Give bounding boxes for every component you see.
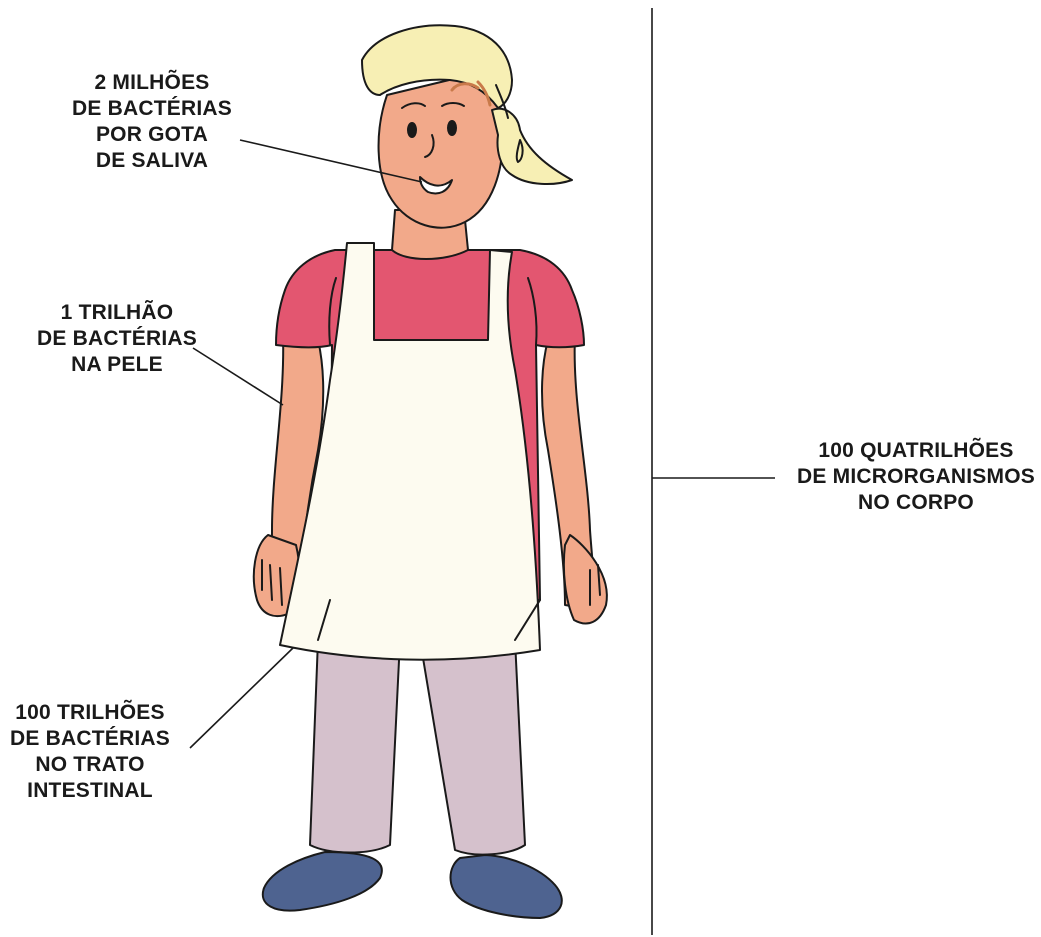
body-line-2: DE MICRORGANISMOS xyxy=(792,464,1040,490)
saliva-line-4: DE SALIVA xyxy=(52,148,252,174)
intestine-line-3: NO TRATO xyxy=(0,752,180,778)
pants-right xyxy=(420,640,525,855)
body-line-1: 100 QUATRILHÕES xyxy=(792,438,1040,464)
right-eye xyxy=(448,121,456,135)
right-shoe xyxy=(451,855,562,918)
intestine-line-4: INTESTINAL xyxy=(0,778,180,804)
skin-line-3: NA PELE xyxy=(22,352,212,378)
left-eye xyxy=(408,123,416,137)
intestine-line-1: 100 TRILHÕES xyxy=(0,700,180,726)
saliva-line-2: DE BACTÉRIAS xyxy=(52,96,252,122)
saliva-line-1: 2 MILHÕES xyxy=(52,70,252,96)
saliva-annotation: 2 MILHÕES DE BACTÉRIAS POR GOTA DE SALIV… xyxy=(52,70,252,174)
saliva-line-3: POR GOTA xyxy=(52,122,252,148)
face xyxy=(379,75,503,228)
ponytail xyxy=(492,109,572,184)
pants-left xyxy=(310,640,400,853)
intestine-line-2: DE BACTÉRIAS xyxy=(0,726,180,752)
intestine-callout-line xyxy=(190,648,293,748)
body-line-3: NO CORPO xyxy=(792,490,1040,516)
skin-line-1: 1 TRILHÃO xyxy=(22,300,212,326)
skin-line-2: DE BACTÉRIAS xyxy=(22,326,212,352)
right-hand xyxy=(564,535,607,624)
intestine-annotation: 100 TRILHÕES DE BACTÉRIAS NO TRATO INTES… xyxy=(0,700,180,804)
skin-annotation: 1 TRILHÃO DE BACTÉRIAS NA PELE xyxy=(22,300,212,378)
left-shoe xyxy=(263,852,382,911)
body-annotation: 100 QUATRILHÕES DE MICRORGANISMOS NO COR… xyxy=(792,438,1040,516)
